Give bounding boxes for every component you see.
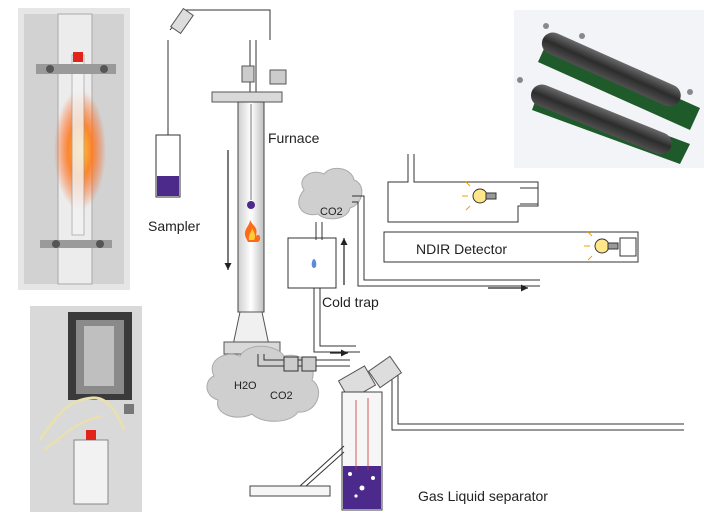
cold-trap [287,167,540,292]
gas-liquid-separator [249,355,403,511]
furnace [211,40,287,355]
ndir-detector-label: NDIR Detector [416,241,508,257]
separator-photo [30,306,142,512]
co2-bottom-label: CO2 [270,390,293,402]
lamp-icon-2 [584,231,619,261]
lamp-icon [462,181,497,211]
cold-trap-label: Cold trap [322,294,379,310]
ndir-photo [514,10,704,168]
gas-liquid-separator-label: Gas Liquid separator [418,488,548,504]
sampler-label: Sampler [148,218,201,234]
co2-cloud-label: CO2 [320,206,343,218]
furnace-photo [18,8,130,290]
sampler [155,7,271,198]
furnace-label: Furnace [268,130,320,146]
h2o-label: H2O [234,380,257,392]
